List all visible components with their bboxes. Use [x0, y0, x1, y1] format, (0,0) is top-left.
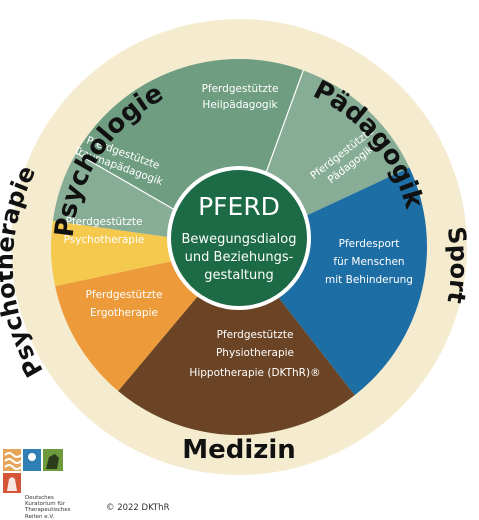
sector-psychotherapie	[50, 220, 239, 287]
ring-label-sport: Sport	[442, 225, 473, 306]
sport-sector-label-1: Pferdesport	[339, 238, 400, 250]
physiotherapie-label-2: Physiotherapie	[216, 347, 294, 359]
sport-sector-label-3: mit Behinderung	[325, 274, 413, 286]
ergotherapie-label-2: Ergotherapie	[90, 307, 158, 319]
ring-label-medizin: Medizin	[182, 435, 296, 465]
sector-physiotherapie	[118, 247, 355, 435]
center-line-1: Bewegungsdialog	[182, 232, 297, 247]
logo-org-name: Deutsches Kuratorium für Therapeutisches…	[25, 495, 71, 520]
center-title: PFERD	[198, 192, 280, 221]
psychotherapie-label-2: Psychotherapie	[64, 234, 145, 246]
logo-org-line-2: Kuratorium für	[25, 501, 66, 508]
center-circle	[167, 166, 311, 310]
sport-sector-label-2: für Menschen	[333, 256, 404, 268]
logo-org-line-1: Deutsches	[25, 495, 54, 501]
logo-org-line-3: Therapeutisches	[25, 507, 71, 514]
psychotherapie-label-1: Pferdgestützte	[66, 216, 143, 228]
sector-sport	[239, 167, 427, 396]
physiotherapie-label-3: Hippotherapie (DKThR)®	[189, 367, 320, 379]
center-line-2: und Beziehungs-	[185, 250, 294, 265]
center-line-3: gestaltung	[204, 268, 274, 283]
dkthr-logo: Deutsches Kuratorium für Therapeutisches…	[3, 449, 103, 520]
logo-org-line-4: Reiten e.V.	[25, 513, 55, 520]
heilpaedagogik-label-1: Pferdgestützte	[202, 83, 279, 95]
copyright-notice: © 2022 DKThR	[106, 503, 170, 513]
logo-graphic	[3, 449, 63, 493]
ergotherapie-label-1: Pferdgestützte	[86, 289, 163, 301]
physiotherapie-label-1: Pferdgestützte	[217, 329, 294, 341]
heilpaedagogik-label-2: Heilpädagogik	[202, 99, 278, 111]
